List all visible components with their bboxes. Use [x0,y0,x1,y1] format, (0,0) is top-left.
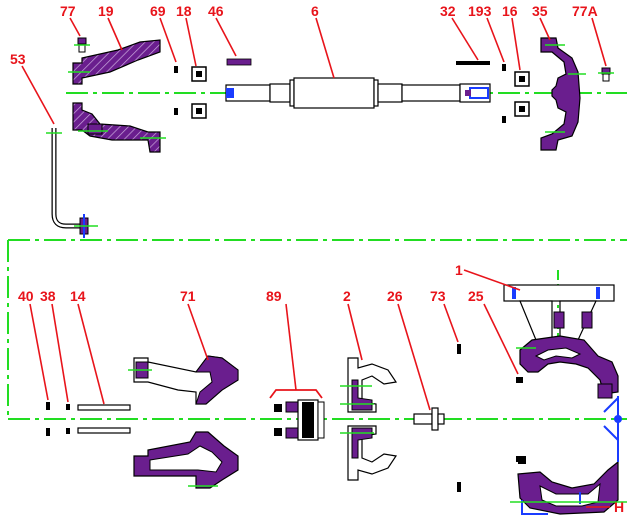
part-71-arm-upper [128,355,239,405]
part-77a-grease-fitting [598,67,614,82]
part-16-square-nuts [514,71,530,117]
callout-73: 73 [430,288,446,304]
callout-1: 1 [455,262,463,278]
part-40-spacers [46,402,50,436]
part-19-bracket-upper [68,39,161,85]
part-69-pins [174,66,178,115]
part-89-callout-bracket [269,389,323,399]
part-26-bolt [413,407,445,431]
part-2-impeller-upper [340,357,398,413]
part-71-arm-lower [133,431,239,489]
callout-69: 69 [150,3,166,19]
callout-h: H [614,499,624,515]
part-46-key [226,58,252,66]
callout-38: 38 [40,288,56,304]
part-53-bent-pipe [46,128,98,238]
part-77-cap-screw [74,37,90,53]
callout-leaders [21,17,610,508]
part-14-rods [77,404,131,434]
callout-6: 6 [311,3,319,19]
callout-193: 193 [468,3,492,19]
callout-18: 18 [176,3,192,19]
callout-71: 71 [180,288,196,304]
callout-53: 53 [10,51,26,67]
callout-46: 46 [208,3,224,19]
shaft-ends [226,87,489,99]
part-18-square-nuts [191,66,207,119]
callout-labels: 77 19 69 18 46 6 32 193 16 35 77A 53 40 … [10,3,624,515]
part-89-coupling [274,399,325,441]
callout-32: 32 [440,3,456,19]
callout-2: 2 [343,288,351,304]
callout-19: 19 [98,3,114,19]
callout-40: 40 [18,288,34,304]
callout-89: 89 [266,288,282,304]
part-38-spacers [66,404,70,434]
callout-14: 14 [70,288,86,304]
part-2-impeller-lower [340,425,398,481]
callout-77a: 77A [572,3,598,19]
part-1-main-housing [503,284,627,515]
part-19-bracket-lower [72,102,166,153]
part-32-key [456,61,490,65]
callout-26: 26 [387,288,403,304]
callout-16: 16 [502,3,518,19]
callout-25: 25 [468,288,484,304]
part-193-pins [502,64,506,123]
part-6-main-shaft [225,77,491,109]
part-73-pins [457,344,461,492]
callout-35: 35 [532,3,548,19]
callout-77: 77 [60,3,76,19]
part-35-bearing-housing [540,37,586,151]
